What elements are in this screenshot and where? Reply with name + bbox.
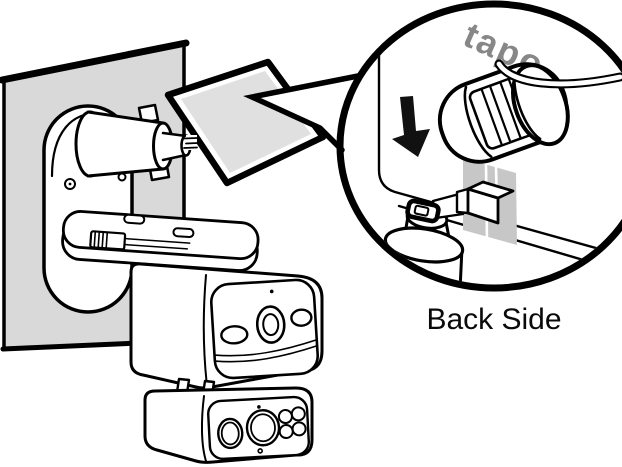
callout-arrow bbox=[243, 73, 361, 153]
screw-hole bbox=[64, 178, 76, 190]
camera-upper-unit bbox=[129, 262, 324, 390]
power-cable-core bbox=[496, 61, 622, 87]
lower-lens-inner bbox=[250, 413, 276, 443]
magnifier-detail: tapo bbox=[243, 0, 622, 292]
barrel-top-tab bbox=[137, 103, 160, 125]
lower-front-edge bbox=[200, 395, 207, 462]
power-plug-connector bbox=[378, 180, 515, 285]
connector-lug bbox=[405, 198, 441, 224]
barrel-screw bbox=[117, 172, 127, 182]
camera-lower-unit bbox=[143, 386, 314, 464]
camera-lens-inner bbox=[262, 313, 280, 337]
sensor bbox=[290, 406, 306, 422]
wall-top-edge bbox=[0, 39, 190, 84]
insert-direction-arrow bbox=[392, 96, 430, 157]
plug-slot bbox=[480, 84, 512, 147]
sensor bbox=[291, 421, 307, 437]
ir-light-right bbox=[290, 308, 313, 327]
sensor bbox=[277, 409, 293, 425]
sensor bbox=[278, 424, 294, 440]
plate-slot bbox=[123, 213, 146, 225]
power-pin-contacts bbox=[183, 135, 199, 150]
mic-hole bbox=[257, 448, 264, 454]
screw-hole-center bbox=[68, 182, 72, 186]
face-seam bbox=[214, 344, 318, 363]
plate-seam-lines bbox=[123, 237, 191, 250]
power-barrel-connector bbox=[74, 103, 192, 182]
camera-back-panel-edge bbox=[377, 42, 622, 257]
back-side-label: Back Side bbox=[426, 303, 561, 336]
ir-light-left bbox=[220, 325, 249, 345]
status-led bbox=[269, 289, 274, 294]
connector-head-side bbox=[455, 187, 470, 215]
face-seam bbox=[213, 338, 318, 357]
upper-front-edge bbox=[202, 274, 208, 387]
plate-slot bbox=[172, 227, 195, 239]
mount-barrel-top bbox=[383, 226, 465, 264]
slider-ribs bbox=[93, 231, 108, 249]
lower-face-plate bbox=[207, 395, 310, 461]
connector-head-top bbox=[466, 180, 515, 200]
magnifier-ring bbox=[336, 0, 622, 292]
status-led bbox=[257, 405, 261, 409]
upper-face-plate bbox=[209, 278, 320, 380]
plug-cover bbox=[437, 62, 570, 164]
spotlight-inner bbox=[220, 421, 240, 446]
